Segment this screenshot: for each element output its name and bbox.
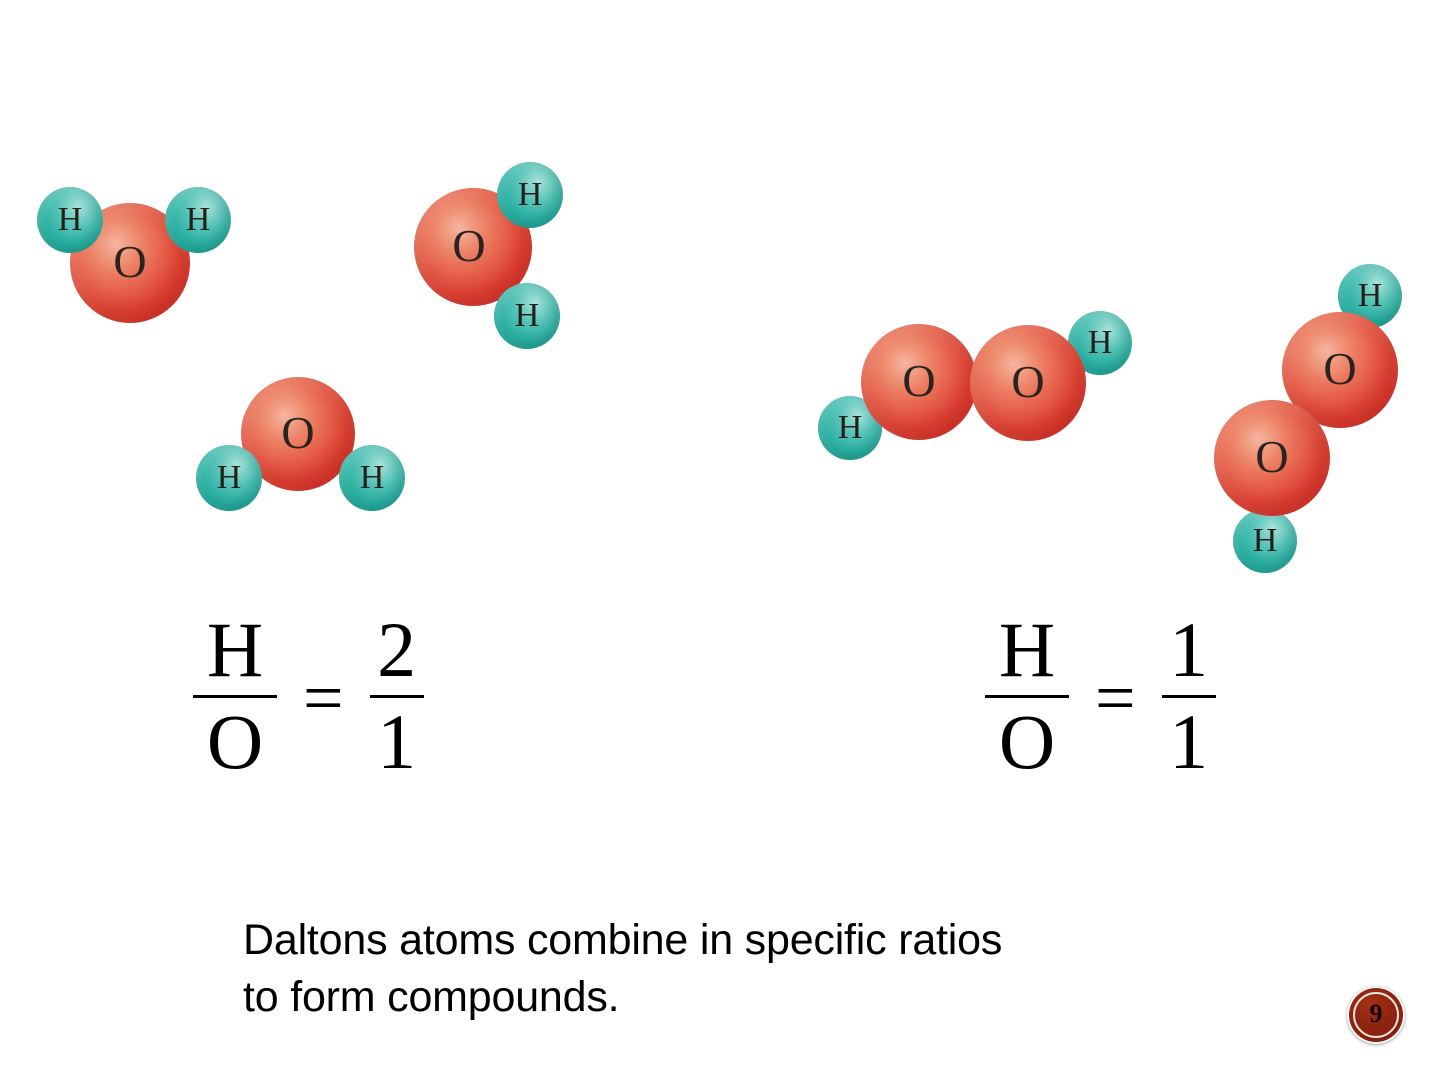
page-number-badge: 9 — [1347, 986, 1405, 1044]
badge-ring — [1353, 992, 1399, 1038]
atom-label-h: H — [359, 459, 385, 496]
page-number: 9 — [1369, 999, 1383, 1028]
atom-hydrogen: H — [497, 162, 563, 228]
fraction-numerator: H — [998, 606, 1056, 693]
atom-hydrogen: H — [165, 187, 231, 253]
atom-label-h: H — [837, 409, 863, 446]
atom-label-h: H — [1252, 522, 1278, 559]
fraction-bar — [1161, 695, 1216, 699]
ratio-peroxide: H O = 1 1 — [985, 606, 1216, 786]
atom-hydrogen: H — [196, 445, 262, 511]
atom-label-o: O — [1011, 356, 1045, 407]
atom-label-h: H — [216, 459, 242, 496]
atom-label-o: O — [1323, 343, 1357, 394]
atom-label-o: O — [452, 220, 486, 271]
fraction-denominator: O — [206, 698, 264, 786]
fraction-value: 1 1 — [1161, 606, 1216, 786]
atom-hydrogen: H — [339, 445, 405, 511]
fraction-bar — [369, 695, 424, 699]
atom-label-h: H — [517, 176, 543, 213]
fraction-numerator: 1 — [1169, 606, 1209, 693]
fraction-h-over-o: H O — [193, 606, 277, 786]
fraction-denominator: O — [998, 698, 1056, 786]
atom-label-h: H — [514, 297, 540, 334]
fraction-denominator: 1 — [1169, 698, 1209, 786]
fraction-h-over-o: H O — [985, 606, 1069, 786]
atom-label-o: O — [113, 236, 147, 287]
atom-hydrogen: H — [1233, 509, 1297, 573]
atom-label-o: O — [902, 355, 936, 406]
fraction-bar — [985, 695, 1069, 699]
fraction-bar — [193, 695, 277, 699]
atom-label-o: O — [1255, 431, 1289, 482]
equals-sign: = — [1095, 657, 1136, 738]
fraction-numerator: 2 — [377, 606, 417, 693]
ratio-water: H O = 2 1 — [193, 606, 424, 786]
atom-oxygen: O — [1214, 400, 1330, 516]
atom-hydrogen: H — [37, 187, 103, 253]
atom-label-o: O — [281, 407, 315, 458]
atom-label-h: H — [57, 201, 83, 238]
slide-caption: Daltons atoms combine in specific ratios… — [243, 916, 1003, 1021]
equals-sign: = — [303, 657, 344, 738]
fraction-denominator: 1 — [377, 698, 417, 786]
atom-label-h: H — [1087, 324, 1113, 361]
atom-label-h: H — [185, 201, 211, 238]
atom-label-h: H — [1357, 277, 1383, 314]
fraction-numerator: H — [206, 606, 264, 693]
atom-oxygen: O — [970, 325, 1086, 441]
fraction-value: 2 1 — [369, 606, 424, 786]
atom-oxygen: O — [861, 324, 977, 440]
atom-hydrogen: H — [494, 283, 560, 349]
